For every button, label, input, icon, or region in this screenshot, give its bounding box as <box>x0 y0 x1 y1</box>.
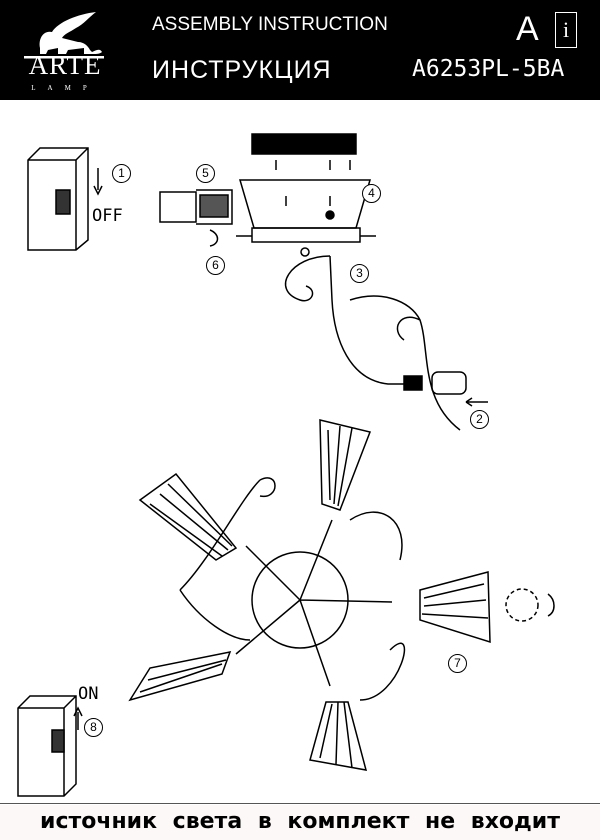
step-7: 7 <box>448 654 467 673</box>
glass-shade <box>128 651 232 702</box>
title-english: ASSEMBLY INSTRUCTION <box>152 14 388 35</box>
winged-lion-logo-icon <box>24 12 104 59</box>
glass-shade <box>138 472 238 561</box>
assembly-diagram <box>17 133 555 797</box>
step-3: 3 <box>350 264 369 283</box>
footer-note: источник света в комплект не входит <box>0 805 600 840</box>
step-6: 6 <box>206 256 225 275</box>
light-bulb-icon <box>505 588 539 622</box>
step-2: 2 <box>470 410 489 429</box>
arrow-down-icon <box>93 168 103 196</box>
glass-shade <box>309 701 368 771</box>
glass-shade <box>319 419 372 511</box>
arm-part <box>284 255 488 431</box>
header: ARTE LAMP ASSEMBLY INSTRUCTION ИНСТРУКЦИ… <box>0 0 600 100</box>
arrow-up-icon <box>73 706 83 730</box>
glass-shade <box>419 571 491 644</box>
terminal-block <box>159 189 233 225</box>
wall-switch-on-icon <box>17 695 77 797</box>
model-number: A6253PL-5BA <box>412 56 565 82</box>
rotate-arrow-icon <box>209 229 219 247</box>
wall-switch-off-icon <box>27 147 89 251</box>
ceiling-canopy <box>236 133 376 257</box>
brand-name: ARTE <box>28 50 102 80</box>
footer-divider <box>0 803 600 804</box>
step-5: 5 <box>196 164 215 183</box>
brand-subtitle: LAMP <box>31 84 99 92</box>
step-4: 4 <box>362 184 381 203</box>
chandelier <box>128 419 555 771</box>
step-8: 8 <box>84 718 103 737</box>
info-book-icon: i <box>555 12 577 48</box>
off-label: OFF <box>92 206 123 226</box>
language-letter: A <box>516 10 539 48</box>
step-1: 1 <box>112 164 131 183</box>
title-russian: ИНСТРУКЦИЯ <box>152 56 332 84</box>
on-label: ON <box>78 684 99 704</box>
